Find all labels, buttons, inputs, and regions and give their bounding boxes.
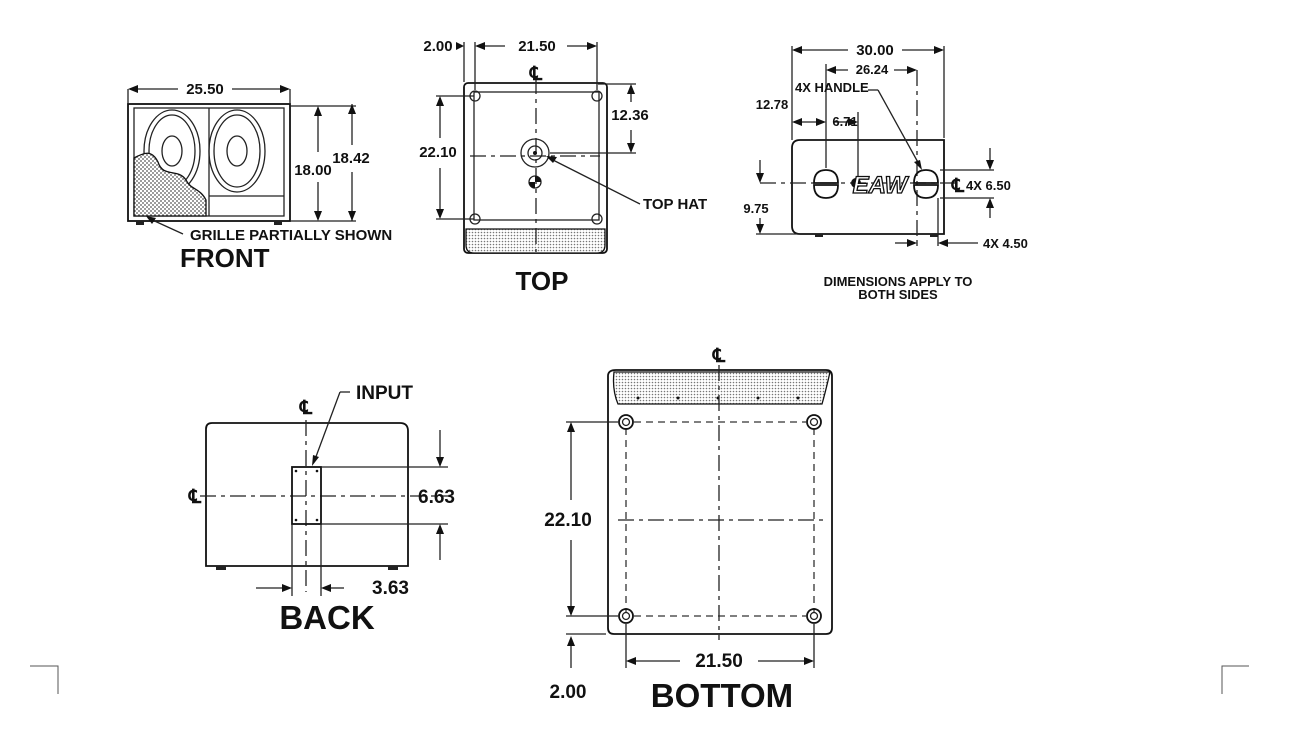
top-offset-dim: 2.00 xyxy=(423,38,452,55)
side-depth-dim: 30.00 xyxy=(856,42,894,59)
top-view-title: TOP xyxy=(516,266,569,296)
front-height-inner-dim: 18.00 xyxy=(294,162,332,179)
front-view: 25.50 18.00 18.42 GRILLE PARTIALLY SHOWN… xyxy=(127,81,392,273)
side-handle-right xyxy=(913,169,939,184)
bottom-width-dim: 21.50 xyxy=(695,651,743,672)
front-view-title: FRONT xyxy=(180,243,270,273)
back-centerline-horizontal: ℄ xyxy=(188,487,202,508)
back-input-panel xyxy=(291,466,322,525)
back-view-title: BACK xyxy=(279,599,374,636)
side-dim-6-71: 6.71 xyxy=(832,114,857,129)
side-handle-label: 4X HANDLE xyxy=(795,80,869,95)
back-height-dim: 6.63 xyxy=(418,487,455,508)
back-view: ℄ ℄ INPUT 6.63 3.63 BACK xyxy=(188,383,455,636)
bottom-corner-holes xyxy=(618,414,822,624)
top-centerline-mark: ℄ xyxy=(529,64,543,85)
side-note-line1: DIMENSIONS APPLY TO xyxy=(824,274,973,289)
page-corner-marks xyxy=(30,665,1249,694)
bottom-centerline-mark: ℄ xyxy=(712,346,726,367)
side-centerline-mark: ℄ xyxy=(951,176,965,197)
bottom-handle-strip xyxy=(612,371,831,405)
bottom-view-title: BOTTOM xyxy=(651,677,793,714)
eaw-logo: EAW xyxy=(853,172,910,199)
back-cabinet-outline xyxy=(205,422,409,567)
bottom-depth-dim: 22.10 xyxy=(544,510,592,531)
front-grille-note: GRILLE PARTIALLY SHOWN xyxy=(190,227,392,244)
top-hat-socket xyxy=(520,138,550,168)
back-width-dim: 3.63 xyxy=(372,578,409,599)
side-handle-left xyxy=(813,169,839,184)
side-dim-4-50: 4X 4.50 xyxy=(983,236,1028,251)
top-depth-dim: 22.10 xyxy=(419,144,457,161)
bottom-cabinet-outline xyxy=(607,369,833,635)
side-dim-9-75: 9.75 xyxy=(743,201,768,216)
bottom-offset-dim: 2.00 xyxy=(550,682,587,703)
front-height-outer-dim: 18.42 xyxy=(332,150,370,167)
side-dim-6-50: 4X 6.50 xyxy=(966,178,1011,193)
back-input-label: INPUT xyxy=(356,383,413,404)
side-view: EAW 30.00 26.24 4X HANDLE 12.78 6.71 9.7… xyxy=(743,42,1027,302)
back-centerline-vertical: ℄ xyxy=(299,398,313,419)
top-hat-dim: 12.36 xyxy=(611,107,649,124)
front-width-dim: 25.50 xyxy=(186,81,224,98)
top-width-dim: 21.50 xyxy=(518,38,556,55)
bottom-view: ℄ 22.10 2.00 21.50 BOTTOM xyxy=(544,346,833,714)
front-woofer-right xyxy=(208,109,266,193)
top-hat-label: TOP HAT xyxy=(643,196,707,213)
side-note-line2: BOTH SIDES xyxy=(858,287,938,302)
front-grille-patch xyxy=(133,152,207,217)
side-dim-12-78: 12.78 xyxy=(756,97,789,112)
top-view: 21.50 2.00 ℄ 22.10 12.36 TOP HAT TOP xyxy=(419,38,707,296)
side-handle-position-dim: 26.24 xyxy=(856,62,889,77)
